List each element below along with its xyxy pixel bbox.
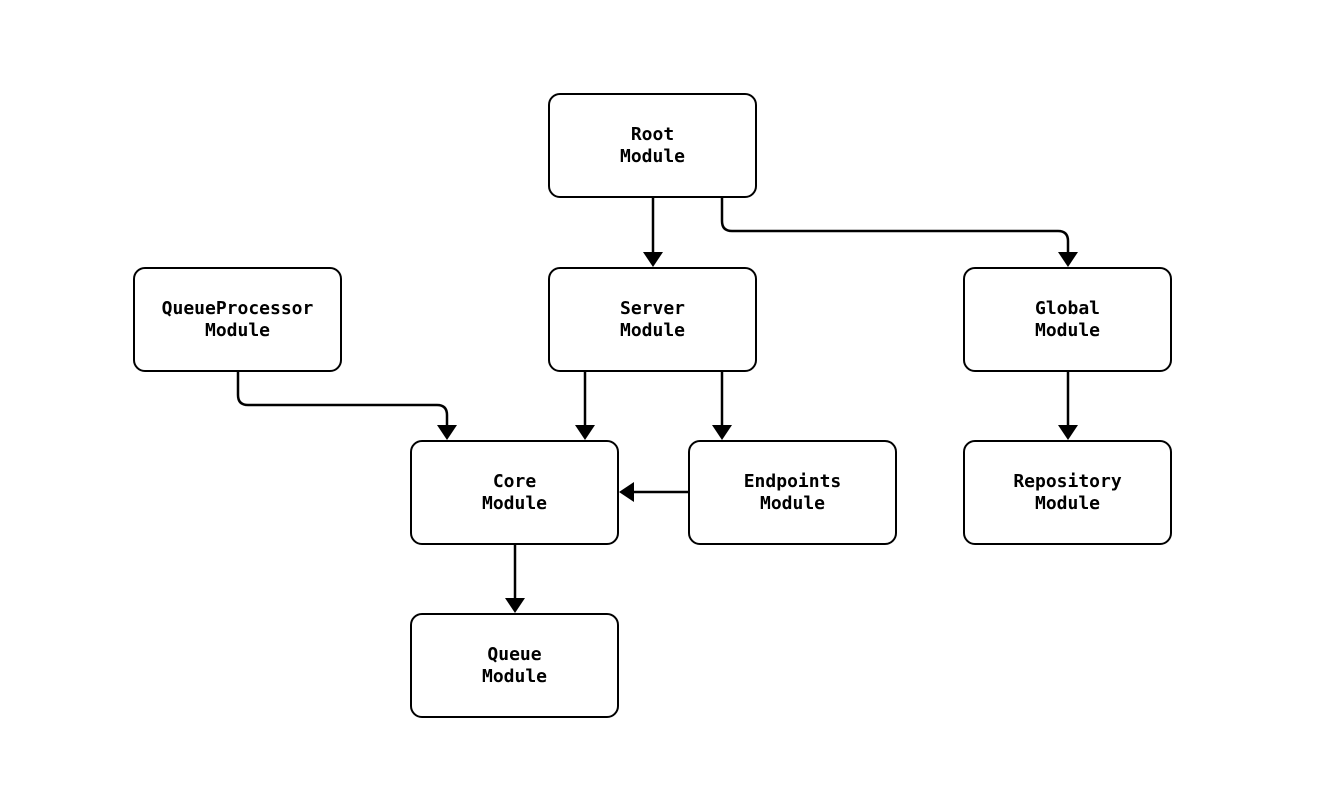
node-repository-label-line1: Repository — [1013, 470, 1122, 492]
node-repository-label-line2: Module — [1034, 492, 1101, 514]
node-endpoints-label-line2: Module — [759, 492, 826, 514]
node-queue-module: Queue Module — [410, 613, 619, 718]
node-repository-module: Repository Module — [963, 440, 1172, 545]
node-root-label-line1: Root — [630, 123, 675, 145]
node-global-label-line1: Global — [1034, 297, 1101, 319]
node-queueprocessor-label-line1: QueueProcessor — [161, 297, 314, 319]
edge-endpoints-to-core-arrowhead — [619, 482, 634, 502]
node-core-module: Core Module — [410, 440, 619, 545]
edge-server-to-endpoints-arrowhead — [712, 425, 732, 440]
edge-server-to-core-arrowhead — [575, 425, 595, 440]
edge-global-to-repository-arrowhead — [1058, 425, 1078, 440]
node-queueprocessor-module: QueueProcessor Module — [133, 267, 342, 372]
edge-core-to-queue-arrowhead — [505, 598, 525, 613]
node-queueprocessor-label-line2: Module — [204, 319, 271, 341]
node-root-label-line2: Module — [619, 145, 686, 167]
node-queue-label-line2: Module — [481, 665, 548, 687]
edge-root-to-server-arrowhead — [643, 252, 663, 267]
node-core-label-line2: Module — [481, 492, 548, 514]
node-queue-label-line1: Queue — [487, 643, 542, 665]
node-endpoints-label-line1: Endpoints — [743, 470, 842, 492]
node-root-module: Root Module — [548, 93, 757, 198]
edge-queueprocessor-to-core-line — [236, 372, 449, 425]
node-server-label-line2: Module — [619, 319, 686, 341]
node-global-label-line2: Module — [1034, 319, 1101, 341]
node-global-module: Global Module — [963, 267, 1172, 372]
edge-root-to-global-arrowhead — [1058, 252, 1078, 267]
edge-root-to-global-line — [720, 198, 1070, 252]
node-server-module: Server Module — [548, 267, 757, 372]
node-server-label-line1: Server — [619, 297, 686, 319]
node-endpoints-module: Endpoints Module — [688, 440, 897, 545]
edge-queueprocessor-to-core-arrowhead — [437, 425, 457, 440]
node-core-label-line1: Core — [492, 470, 537, 492]
